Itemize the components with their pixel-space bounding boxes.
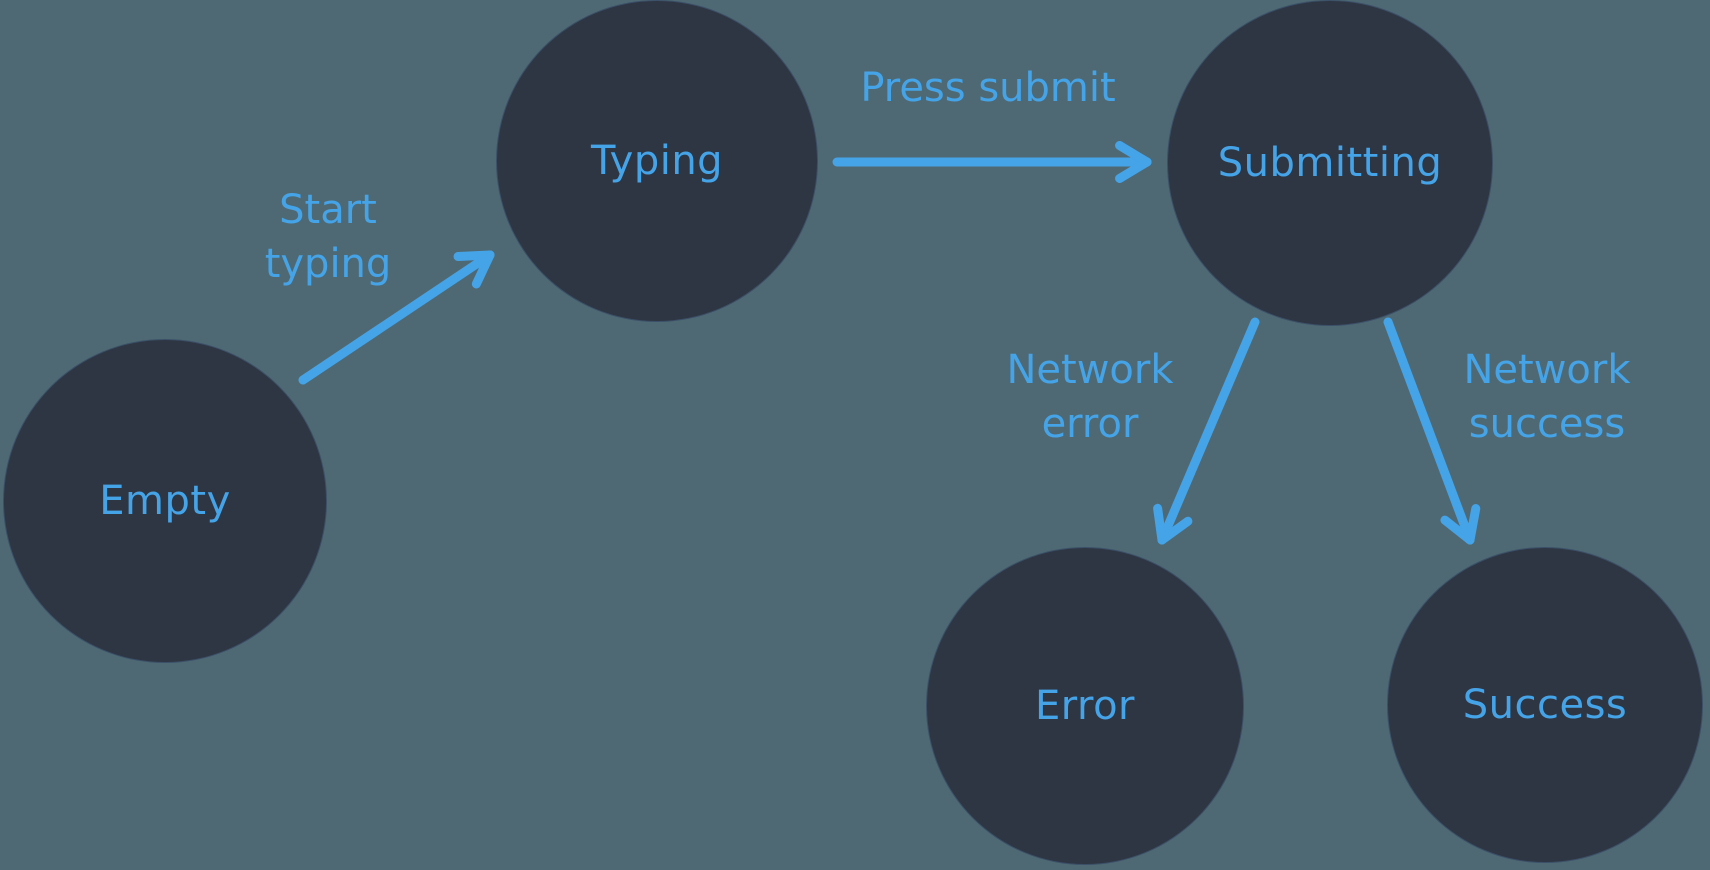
state-node-label-error: Error (1035, 683, 1135, 729)
transition-label-line: Press submit (860, 65, 1116, 111)
transition-label-network-error: Network error (1006, 343, 1173, 451)
state-node-label-typing: Typing (590, 138, 724, 184)
state-node-submitting: Submitting (1167, 0, 1493, 326)
arrowhead-icon-press-submit (1115, 157, 1152, 183)
transition-arrow-network-success (1383, 317, 1475, 545)
state-node-label-empty: Empty (99, 478, 231, 524)
arrowhead-icon-network-success (1465, 504, 1481, 545)
transition-arrow-start-typing (298, 250, 495, 385)
transition-label-start-typing: Start typing (265, 183, 392, 291)
transition-label-line: typing (264, 241, 392, 287)
arrowhead-icon-press-submit (1115, 141, 1152, 167)
state-node-success: Success (1387, 547, 1703, 863)
state-node-label-submitting: Submitting (1217, 140, 1443, 186)
state-node-label-success: Success (1462, 682, 1628, 728)
state-node-typing: Typing (496, 0, 818, 322)
transition-label-line: Start (279, 187, 377, 233)
transition-label-line: Network (1463, 347, 1631, 393)
arrowhead-icon-network-error (1157, 516, 1193, 545)
arrowhead-icon-network-error (1153, 503, 1167, 545)
transition-label-press-submit: Press submit (860, 61, 1115, 115)
arrowhead-icon-start-typing (471, 250, 495, 289)
arrowhead-icon-network-success (1440, 515, 1475, 545)
state-node-empty: Empty (3, 339, 327, 663)
arrowhead-icon-start-typing (453, 250, 495, 262)
transition-label-network-success: Network success (1463, 343, 1630, 451)
transition-label-line: success (1468, 401, 1626, 447)
state-node-error: Error (926, 547, 1244, 865)
transition-label-line: Network (1006, 347, 1174, 393)
transition-label-line: error (1041, 401, 1139, 447)
transition-arrow-network-error (1157, 317, 1260, 545)
